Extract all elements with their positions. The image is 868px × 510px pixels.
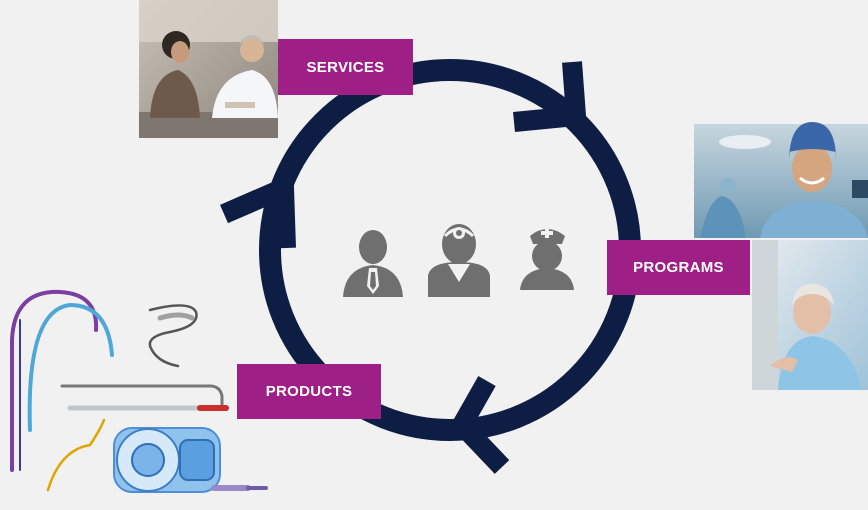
surgeon-photo	[694, 122, 868, 238]
programs-label-box	[607, 240, 750, 295]
patient-photo	[752, 240, 868, 390]
arrowhead-left-icon	[220, 172, 296, 249]
medical-devices-photo	[10, 289, 268, 493]
products-label: PRODUCTS	[265, 383, 353, 400]
products-label-box	[237, 364, 381, 419]
doctor-icon	[428, 224, 490, 297]
arrowhead-top-right-icon	[513, 61, 587, 132]
cycle-arrowheads	[220, 61, 587, 474]
services-label: SERVICES	[306, 58, 385, 76]
consultation-photo	[139, 0, 278, 138]
nurse-icon	[520, 227, 574, 290]
programs-label: PROGRAMS	[633, 259, 724, 276]
people-icons	[343, 224, 574, 297]
businessman-icon	[343, 230, 403, 297]
arrowhead-bottom-icon	[449, 376, 510, 474]
services-label-box	[278, 39, 413, 95]
